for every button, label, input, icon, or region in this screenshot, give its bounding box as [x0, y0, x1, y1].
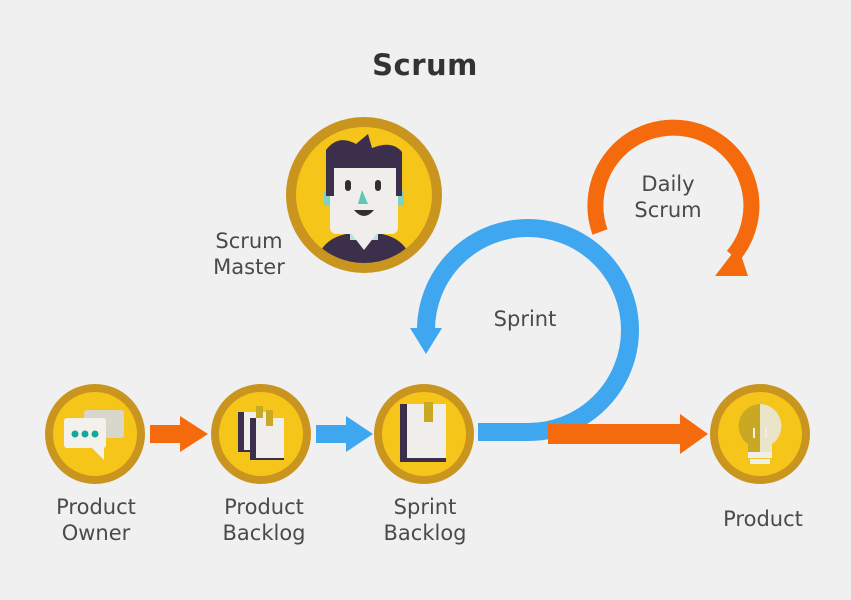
sprint-label: Sprint [493, 307, 557, 331]
books-icon [238, 406, 284, 460]
product-backlog-node [211, 384, 311, 484]
sprint-backlog-label: Sprint Backlog [383, 495, 467, 545]
chat-bubble-icon [64, 410, 124, 460]
daily-scrum-arrow [587, 119, 760, 276]
product-label: Product [723, 507, 803, 531]
scrum-master-label: Scrum Master [213, 229, 285, 279]
person-avatar-icon [316, 134, 412, 263]
product-owner-node [45, 384, 145, 484]
lightbulb-icon [738, 404, 782, 464]
scrum-master-node [286, 117, 442, 273]
product-owner-label: Product Owner [56, 495, 136, 545]
book-icon [400, 402, 446, 462]
sprint-loop-arrow [410, 219, 639, 441]
arrow-to-product [548, 414, 708, 454]
daily-scrum-label: Daily Scrum [634, 172, 702, 222]
page-title: Scrum [372, 48, 478, 82]
arrow-backlog-to-sprint-backlog [316, 416, 373, 452]
arrow-owner-to-backlog [150, 416, 208, 452]
product-backlog-label: Product Backlog [222, 495, 306, 545]
sprint-backlog-node [374, 384, 474, 484]
product-node [710, 384, 810, 484]
